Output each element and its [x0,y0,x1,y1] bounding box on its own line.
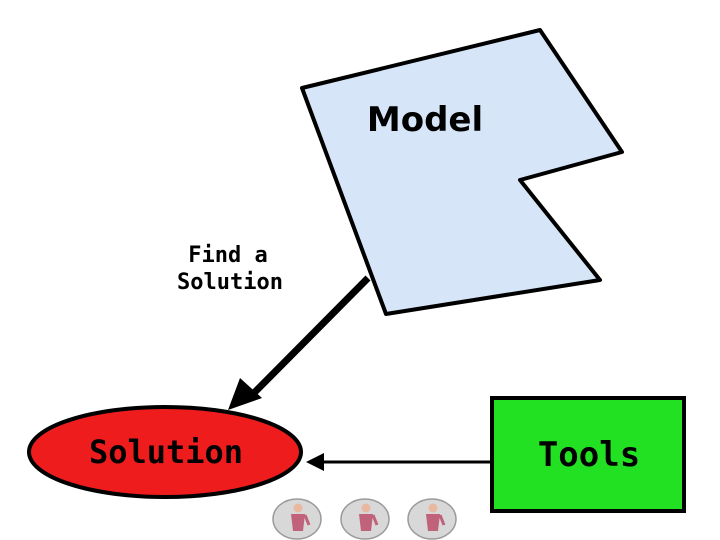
find-solution-arrow [247,275,371,400]
tools-shape [490,396,686,513]
find-solution-arrowhead [228,378,262,410]
person-icon-arm [438,514,446,526]
person-icons [272,498,457,540]
person-icon-head [361,503,371,513]
person-icon-head [293,503,303,513]
edge-model-to-solution: Find a Solution [177,243,371,410]
model-label: Model [367,100,483,140]
solution-shape [27,405,303,499]
model-node[interactable]: Model [300,28,624,316]
tools-node[interactable]: Tools [490,396,686,513]
tools-arrowhead [306,453,324,471]
person-icon[interactable] [340,498,390,540]
person-icon-arm [371,514,379,526]
person-icon[interactable] [407,498,457,540]
find-solution-label-line2: Solution [177,270,283,295]
edge-tools-to-solution [306,453,490,471]
person-icon-body [359,514,373,531]
solution-label: Solution [89,433,243,471]
person-icon-body [426,514,440,531]
person-icon-body [291,514,305,531]
person-icon-head [428,503,438,513]
person-icon[interactable] [272,498,322,540]
model-shape [300,28,624,316]
solution-node[interactable]: Solution [27,405,303,499]
find-solution-label-line1: Find a [188,243,267,268]
person-icon-arm [303,514,311,526]
tools-label: Tools [538,435,640,475]
